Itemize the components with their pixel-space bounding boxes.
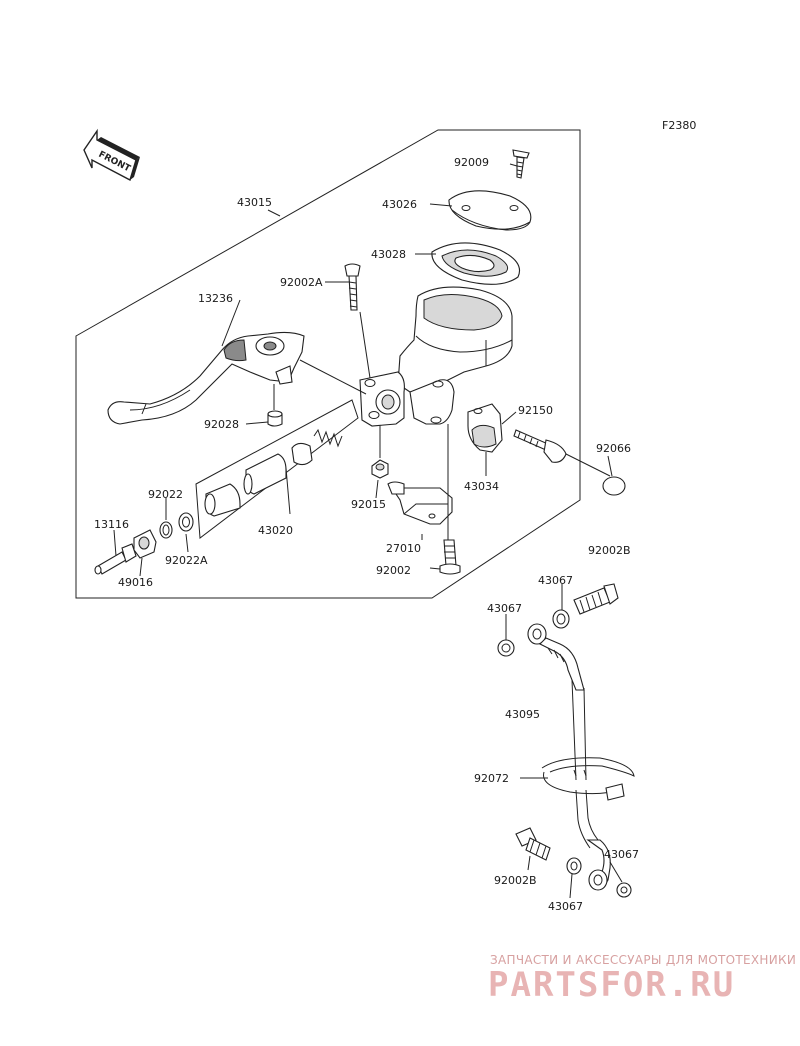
label-43015: 43015	[237, 196, 272, 209]
label-92072: 92072	[474, 772, 509, 785]
label-49016: 49016	[118, 576, 153, 589]
label-43067-c: 43067	[604, 848, 639, 861]
cap-92066	[602, 476, 626, 496]
label-92015: 92015	[351, 498, 386, 511]
label-43034: 43034	[464, 480, 499, 493]
label-43028: 43028	[371, 248, 406, 261]
banjo-bolt-92002B-bottom	[515, 827, 551, 861]
brake-lever-13236	[107, 331, 305, 425]
label-43020: 43020	[258, 524, 293, 537]
reservoir-cap-43026	[448, 190, 532, 231]
label-13236: 13236	[198, 292, 233, 305]
pushrod-13116	[94, 543, 137, 575]
assembly-outline	[75, 129, 581, 599]
label-92002B-bottom: 92002B	[494, 874, 537, 887]
label-92066: 92066	[596, 442, 631, 455]
clamp-92072	[541, 757, 635, 801]
ring-92022	[159, 521, 173, 539]
watermark-tagline: ЗАПЧАСТИ И АКСЕССУАРЫ ДЛЯ МОТОТЕХНИКИ	[490, 953, 796, 967]
diaphragm-43028	[431, 242, 521, 285]
label-92002A: 92002A	[280, 276, 323, 289]
washer-43067-c	[566, 857, 582, 875]
front-arrow-icon: FRONT	[83, 128, 140, 182]
washer-43067-a	[552, 609, 570, 629]
label-92028: 92028	[204, 418, 239, 431]
figure-code: F2380	[662, 119, 696, 132]
label-92022A: 92022A	[165, 554, 208, 567]
label-92009: 92009	[454, 156, 489, 169]
nut-92015	[371, 459, 389, 479]
switch-27010	[387, 481, 453, 525]
master-cylinder-body	[359, 286, 513, 427]
screw-92002A	[344, 263, 361, 311]
washer-92022A	[178, 512, 194, 532]
label-43026: 43026	[382, 198, 417, 211]
collar-92028	[267, 410, 283, 427]
label-92002B-top: 92002B	[588, 544, 631, 557]
label-13116: 13116	[94, 518, 129, 531]
label-43067-d: 43067	[548, 900, 583, 913]
part-labels: 43015 92009 43026 43028 92002A 13236 920…	[94, 156, 639, 913]
label-43095: 43095	[505, 708, 540, 721]
label-43067-a: 43067	[538, 574, 573, 587]
bolt-92150	[513, 429, 567, 463]
washer-43067-b	[497, 639, 515, 657]
piston-kit-outline	[195, 399, 359, 539]
screw-92002	[439, 539, 461, 575]
banjo-bolt-92002B-top	[573, 583, 619, 615]
watermark: ЗАПЧАСТИ И АКСЕССУАРЫ ДЛЯ МОТОТЕХНИКИ PA…	[488, 953, 796, 1005]
nut-49016	[133, 529, 157, 559]
watermark-logo: PARTSFOR.RU	[488, 965, 735, 1005]
label-43067-b: 43067	[487, 602, 522, 615]
screw-92009	[512, 149, 530, 179]
washer-43067-d	[616, 882, 632, 898]
label-92150: 92150	[518, 404, 553, 417]
clamp-holder-43034	[467, 403, 503, 453]
brake-hose-43095	[527, 623, 611, 891]
piston-kit-43020	[204, 428, 343, 517]
label-27010: 27010	[386, 542, 421, 555]
label-92002: 92002	[376, 564, 411, 577]
label-92022: 92022	[148, 488, 183, 501]
leader-lines	[113, 163, 623, 899]
